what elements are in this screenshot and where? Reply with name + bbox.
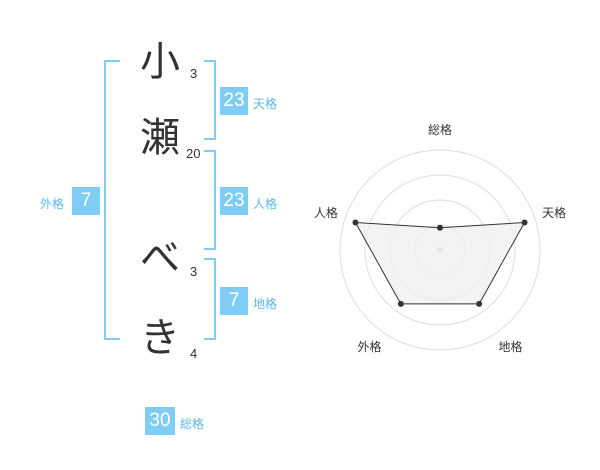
radar-grid-ring <box>364 174 516 326</box>
stroke-count-4: 4 <box>190 346 198 361</box>
jinkaku-label: 人格 <box>253 197 278 211</box>
radar-point-4 <box>397 300 404 307</box>
stroke-count-2: 20 <box>186 146 201 161</box>
name-char-4: き <box>140 315 180 361</box>
chikaku-bracket <box>204 258 216 340</box>
jinkaku-bracket <box>204 150 216 250</box>
radar-axis-label-4: 外格 <box>357 339 381 354</box>
soukaku-label: 総格 <box>180 417 205 431</box>
gaikaku-value: 7 <box>72 187 100 215</box>
radar-grid-ring <box>339 149 541 351</box>
tenkaku-bracket <box>204 60 216 140</box>
chikaku-label: 地格 <box>253 297 278 311</box>
jinkaku-value: 23 <box>220 187 248 215</box>
radar-point-3 <box>476 300 483 307</box>
name-char-3: べ <box>140 235 180 281</box>
radar-axis-label-3: 地格 <box>498 339 522 354</box>
gaikaku-label: 外格 <box>40 197 65 211</box>
radar-axis-label-5: 人格 <box>314 205 338 220</box>
radar-point-1 <box>437 224 443 231</box>
tenkaku-value: 23 <box>220 87 248 115</box>
radar-point-2 <box>521 219 528 226</box>
gaikaku-bracket <box>104 60 120 340</box>
radar-point-5 <box>352 219 359 226</box>
radar-axis-label-2: 天格 <box>542 205 566 220</box>
chikaku-value: 7 <box>220 287 248 315</box>
soukaku-value: 30 <box>145 407 175 435</box>
name-char-2: 瀬 <box>140 115 180 161</box>
radar-axis-label-1: 総格 <box>428 122 452 137</box>
stroke-count-1: 3 <box>190 66 198 81</box>
tenkaku-label: 天格 <box>253 97 278 111</box>
stroke-count-3: 3 <box>190 264 198 279</box>
radar-data-polygon <box>354 221 526 305</box>
name-char-1: 小 <box>140 39 180 85</box>
